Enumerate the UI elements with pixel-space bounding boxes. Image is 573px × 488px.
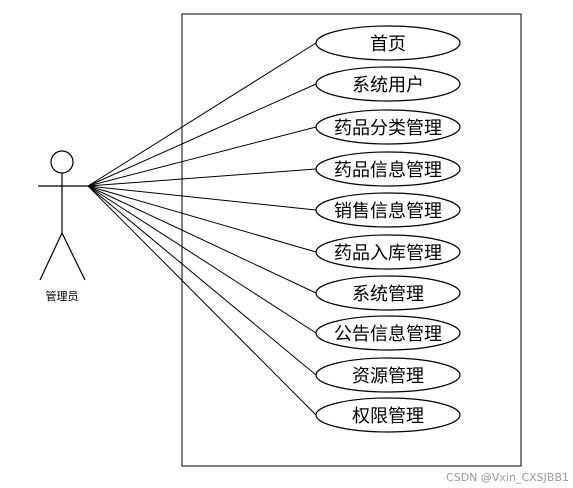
use-case-label: 药品分类管理	[334, 118, 442, 139]
association-line	[87, 168, 317, 187]
use-case-ellipse	[315, 315, 461, 351]
system-boundary	[181, 13, 522, 467]
use-case-label: 销售信息管理	[334, 201, 442, 222]
use-case-ellipse	[315, 25, 461, 61]
use-case-system-management: 系统管理	[315, 275, 461, 311]
watermark-text: CSDN @Vxin_CXSJBB1	[446, 471, 569, 484]
use-case-permission-management: 权限管理	[315, 397, 461, 433]
use-case-ellipse	[315, 66, 461, 102]
actor-left-leg	[39, 232, 63, 281]
actor-right-leg	[61, 232, 86, 281]
use-case-resource-management: 资源管理	[315, 357, 461, 393]
use-case-label: 公告信息管理	[334, 324, 442, 345]
use-case-label: 药品入库管理	[334, 243, 442, 264]
use-case-drug-category: 药品分类管理	[315, 109, 461, 145]
association-lines	[87, 42, 317, 416]
use-case-label: 系统管理	[352, 284, 424, 305]
use-case-system-users: 系统用户	[315, 66, 461, 102]
use-cases: 首页 系统用户 药品分类管理 药品信息管理 销售信息管理 药品入库管理 系统管理	[315, 25, 461, 433]
use-case-ellipse	[315, 109, 461, 145]
actor-admin: 管理员	[38, 150, 88, 303]
use-case-label: 系统用户	[352, 75, 424, 96]
association-line	[87, 126, 317, 187]
use-case-home: 首页	[315, 25, 461, 61]
association-line	[87, 185, 317, 376]
use-case-label: 首页	[370, 34, 406, 55]
use-case-label: 资源管理	[352, 366, 424, 387]
use-case-drug-stock-in: 药品入库管理	[315, 234, 461, 270]
use-case-notice-info: 公告信息管理	[315, 315, 461, 351]
use-case-ellipse	[315, 234, 461, 270]
use-case-ellipse	[315, 357, 461, 393]
actor-head	[50, 150, 74, 174]
association-line	[87, 185, 317, 211]
association-line	[87, 185, 317, 253]
use-case-ellipse	[315, 151, 461, 187]
actor-label: 管理员	[46, 289, 79, 303]
association-line	[87, 185, 317, 294]
use-case-sales-info: 销售信息管理	[315, 192, 461, 228]
use-case-ellipse	[315, 275, 461, 311]
use-case-label: 权限管理	[352, 406, 424, 427]
association-line	[87, 185, 317, 416]
association-line	[87, 42, 317, 187]
use-case-drug-info: 药品信息管理	[315, 151, 461, 187]
use-case-ellipse	[315, 192, 461, 228]
association-line	[87, 83, 317, 187]
use-case-label: 药品信息管理	[334, 160, 442, 181]
use-case-ellipse	[315, 397, 461, 433]
association-line	[87, 185, 317, 334]
